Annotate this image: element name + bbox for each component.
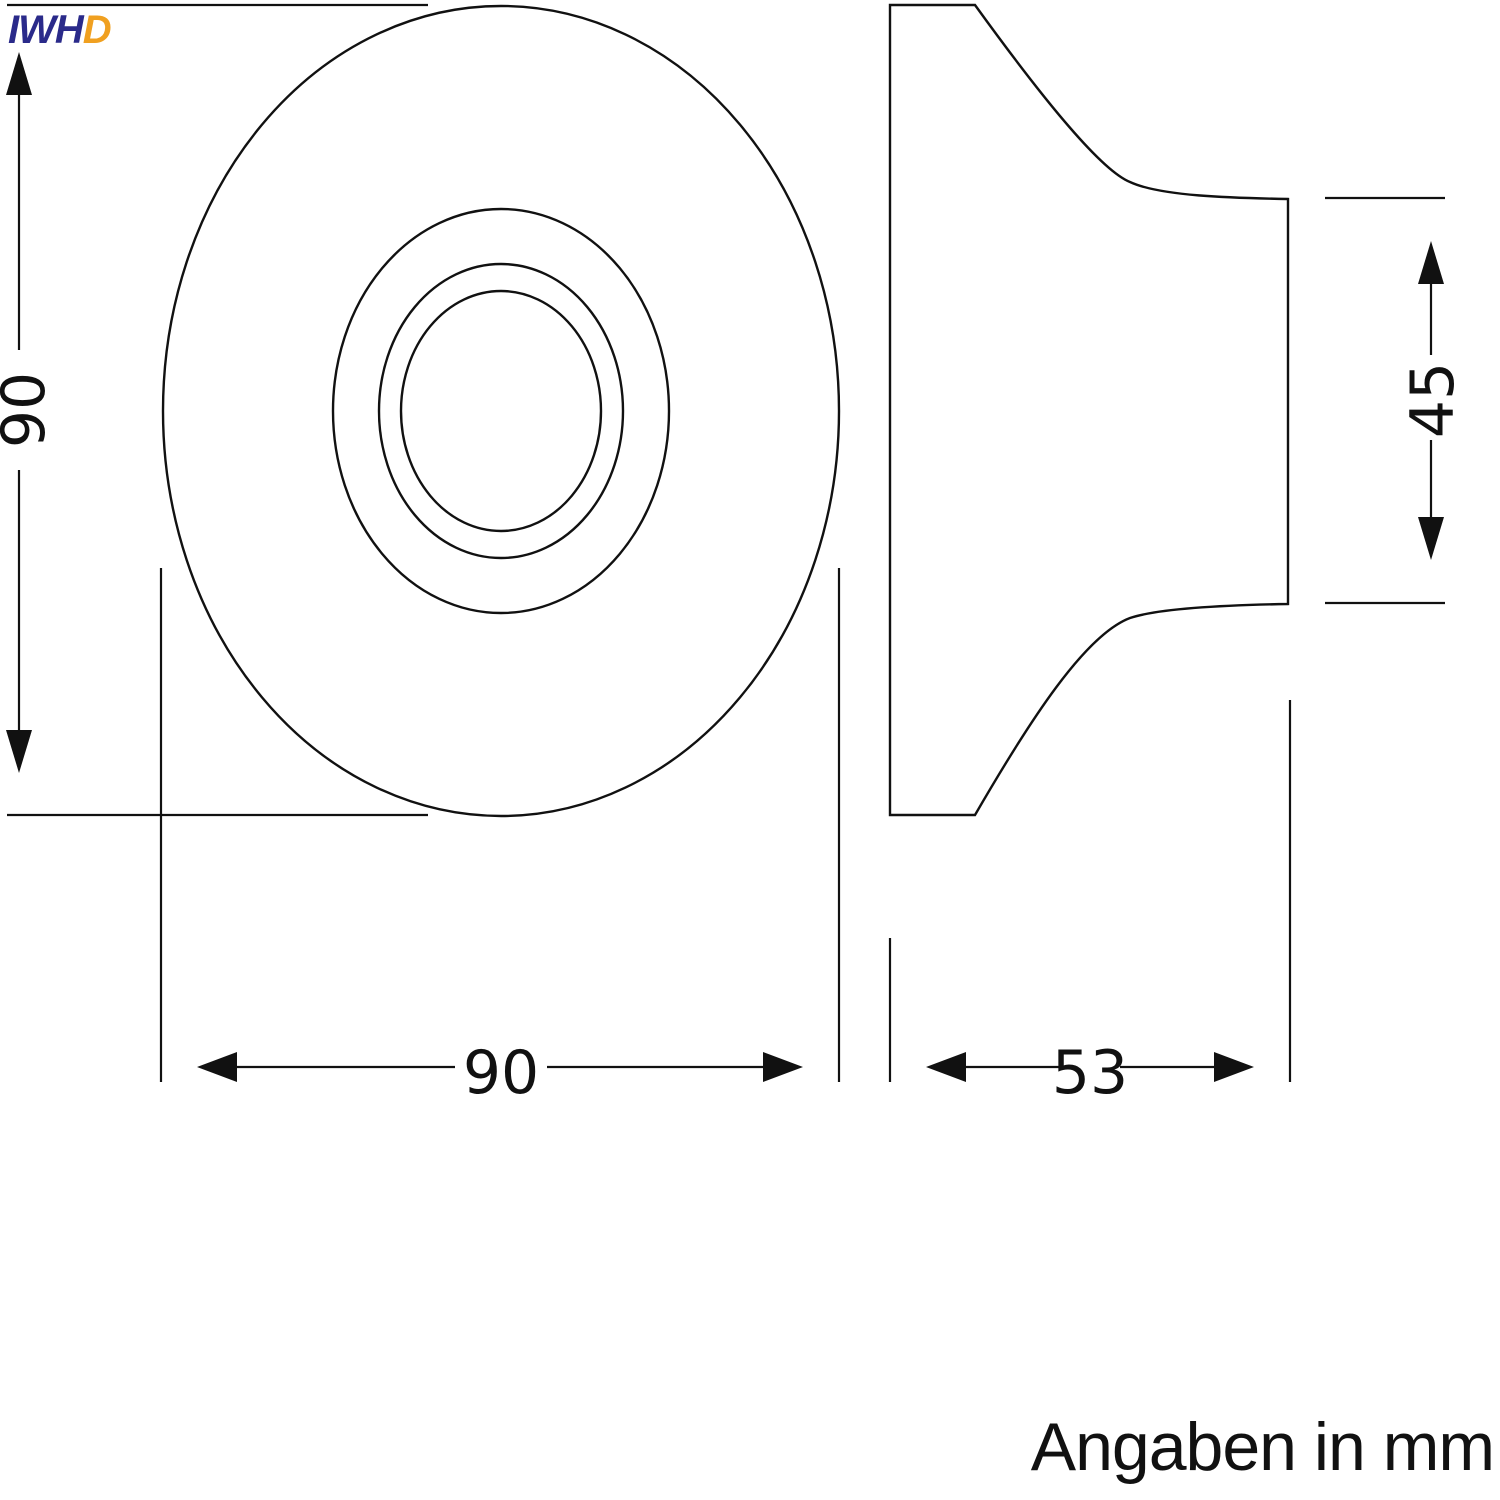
front-outer-rim [161,4,841,818]
dimension-front-height-label: 90 [0,372,59,448]
front-middle-ring [331,207,671,615]
dimension-neck-height: 45 [1398,241,1468,560]
logo-text-main: IWH [8,8,84,52]
dimension-neck-height-label: 45 [1398,362,1468,438]
units-note: Angaben in mm [1030,1409,1495,1485]
extension-lines [7,3,1445,1082]
front-center-ring [399,289,603,533]
dimension-front-height: 90 [0,52,59,773]
side-view-profile [888,3,1290,817]
dimension-front-width-label: 90 [463,1038,539,1108]
dimension-side-depth-label: 53 [1052,1038,1128,1108]
dimension-side-depth: 53 [926,1038,1254,1108]
logo-text-accent: D [82,8,112,52]
front-view [161,4,841,818]
front-inner-ring [377,262,625,560]
brand-logo: IWHD [8,8,112,52]
dimension-front-width: 90 [197,1038,803,1108]
